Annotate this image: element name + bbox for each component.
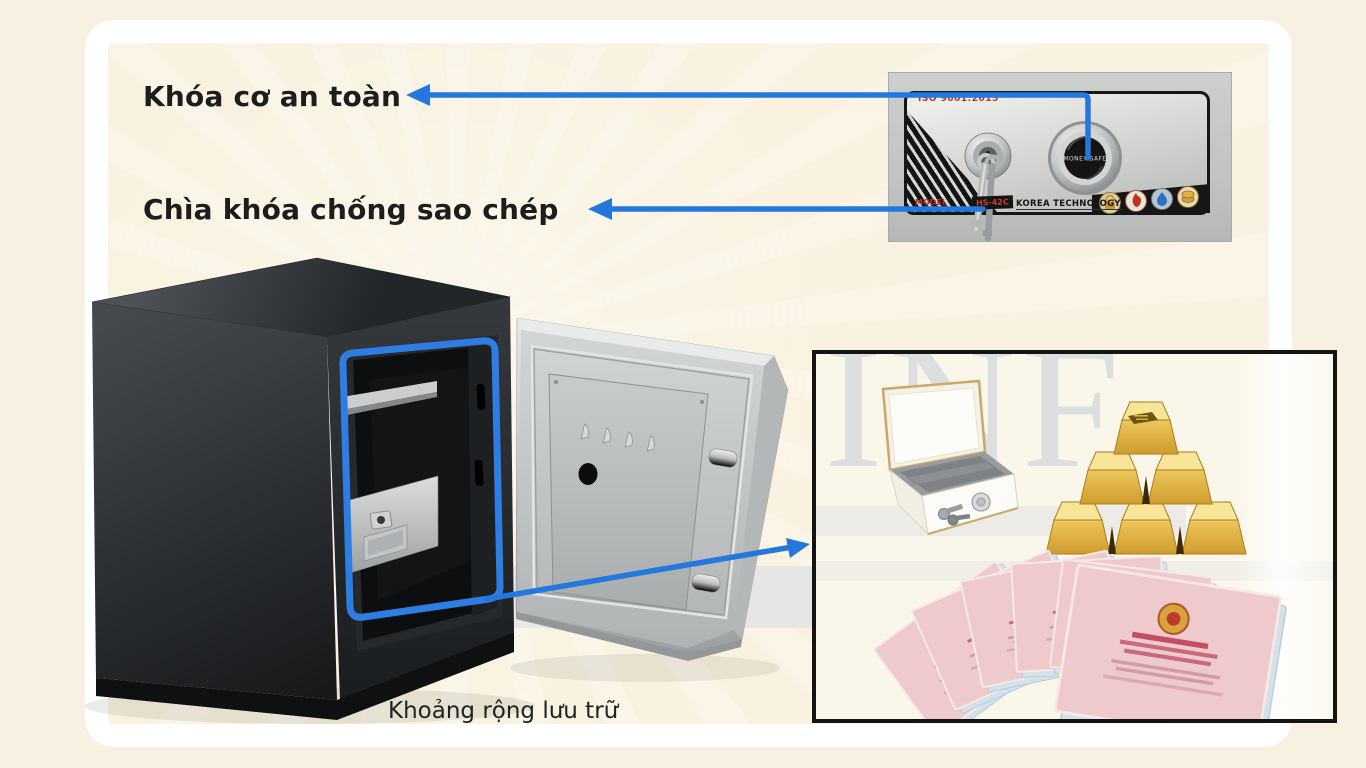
valuables-illustration bbox=[872, 379, 1290, 719]
water-drop-icon bbox=[1151, 188, 1173, 210]
fire-icon bbox=[1125, 190, 1147, 212]
callout-mechanical-lock: Khóa cơ an toàn bbox=[143, 80, 402, 113]
iso-certification-text: ISO 9001:2015 bbox=[918, 94, 999, 104]
brand-text: KOREA TECHNOLOGY. bbox=[1016, 199, 1123, 210]
combination-dial: MONEY SAFE bbox=[1048, 121, 1122, 195]
caption-storage-space: Khoảng rộng lưu trữ bbox=[388, 698, 619, 724]
padlock-icon bbox=[1099, 192, 1121, 214]
book-safe-dial bbox=[971, 492, 991, 512]
book-safe-keys bbox=[938, 503, 971, 526]
land-certificates bbox=[872, 547, 1290, 719]
book-safe bbox=[881, 379, 1019, 536]
gold-bars-pyramid bbox=[1045, 401, 1247, 555]
dial-label: MONEY SAFE bbox=[1063, 156, 1106, 163]
valuables-box: INF bbox=[812, 350, 1337, 723]
model-number: HS-42C bbox=[971, 195, 1013, 210]
callout-anti-copy-key: Chìa khóa chống sao chép bbox=[143, 193, 559, 226]
lock-panel-photo: MONEY SAFE ISO 9001:2015 MODEL HS-42C KO… bbox=[888, 72, 1232, 242]
coins-icon bbox=[1177, 186, 1199, 208]
model-label: MODEL bbox=[915, 198, 947, 207]
